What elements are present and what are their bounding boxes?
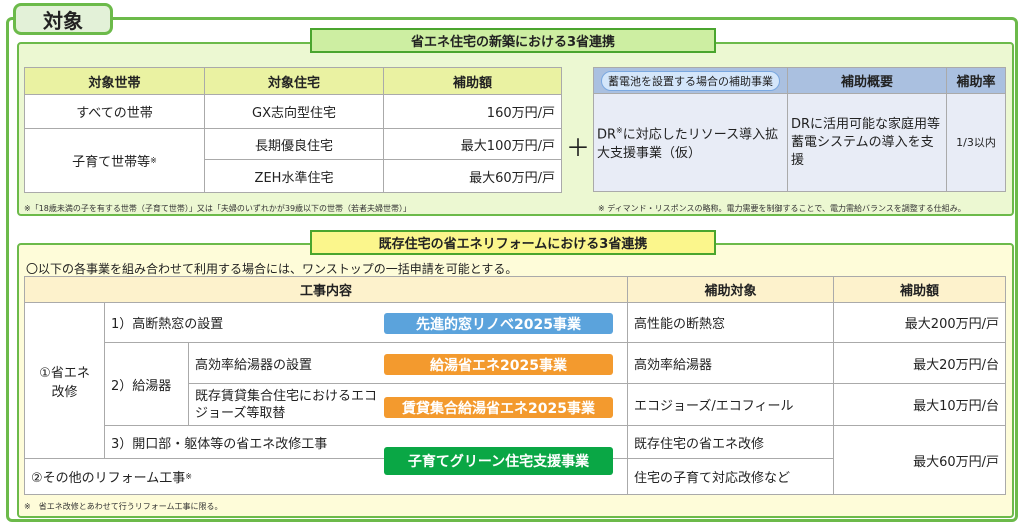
header-house: 対象住宅 [204,67,384,95]
amount-zeh: 最大60万円/戸 [383,159,562,193]
house-gx: GX志向型住宅 [204,94,384,129]
item-water-heater: 2）給湯器 [104,342,189,426]
house-zeh: ZEH水準住宅 [204,159,384,193]
battery-summary: DRに活用可能な家庭用等蓄電システムの導入を支援 [787,93,947,192]
summary-header: 補助概要 [787,67,947,94]
amount-gx: 160万円/戸 [383,94,562,129]
reform-intro: 〇以下の各事業を組み合わせて利用する場合には、ワンストップの一括申請を可能とする… [26,262,518,276]
amount-long: 最大100万円/戸 [383,128,562,160]
target-energy-reform: 既存住宅の省エネ改修 [627,425,834,459]
target-window: 高性能の断熱窓 [627,302,834,343]
header-amount: 補助額 [383,67,562,95]
battery-program: DR※に対応したリソース導入拡大支援事業（仮） [593,93,788,192]
section-tab: 対象 [13,3,113,35]
reform-footnote: ※ 省エネ改修とあわせて行うリフォーム工事に限る。 [24,502,223,511]
group-other-label: ②その他のリフォーム工事 [31,471,186,486]
amount-window: 最大200万円/戸 [833,302,1006,343]
rate-header: 補助率 [946,67,1006,94]
program-rental: 賃貸集合給湯省エネ2025事業 [384,397,613,418]
household-all: すべての世帯 [24,94,205,129]
target-ecojoes: エコジョーズ/エコフィール [627,383,834,426]
group-energy-reform: ①省エネ改修 [24,302,105,459]
note-mark: ※ [185,472,192,481]
header-household: 対象世帯 [24,67,205,95]
amount-ecojoes: 最大10万円/台 [833,383,1006,426]
program-water-heater: 給湯省エネ2025事業 [384,354,613,375]
program-label: に対応したリソース導入拡大支援事業（仮） [597,127,779,161]
battery-rate: 1/3以内 [946,93,1006,192]
outer-frame [6,17,1018,522]
target-child-reform: 住宅の子育て対応改修など [627,458,834,495]
new-build-title: 省エネ住宅の新築における3省連携 [310,28,716,53]
amount-reform: 最大60万円/戸 [833,425,1006,495]
target-heater: 高効率給湯器 [627,342,834,384]
header-target: 補助対象 [627,276,834,303]
header-reform-amount: 補助額 [833,276,1006,303]
program-child-green: 子育てグリーン住宅支援事業 [384,447,613,475]
plus-sign: ＋ [566,134,590,162]
household-child: 子育て世帯等※ [24,128,205,193]
header-work: 工事内容 [24,276,628,303]
house-long: 長期優良住宅 [204,128,384,160]
battery-header-label: 蓄電池を設置する場合の補助事業 [601,70,780,91]
dr-label: DR [597,127,617,143]
battery-header: 蓄電池を設置する場合の補助事業 [593,67,788,94]
note-mark: ※ [616,126,623,136]
amount-heater: 最大20万円/台 [833,342,1006,384]
program-window: 先進的窓リノベ2025事業 [384,313,613,334]
new-build-footnote: ※「18歳未満の子を有する世帯（子育て世帯）」又は「夫婦のいずれかが39歳以下の… [24,204,412,213]
reform-title: 既存住宅の省エネリフォームにおける3省連携 [310,230,716,255]
battery-footnote: ※ ディマンド・リスポンスの略称。電力需要を制御することで、電力需給バランスを調… [598,204,966,213]
household-child-label: 子育て世帯等 [72,155,151,170]
note-mark: ※ [150,156,157,165]
